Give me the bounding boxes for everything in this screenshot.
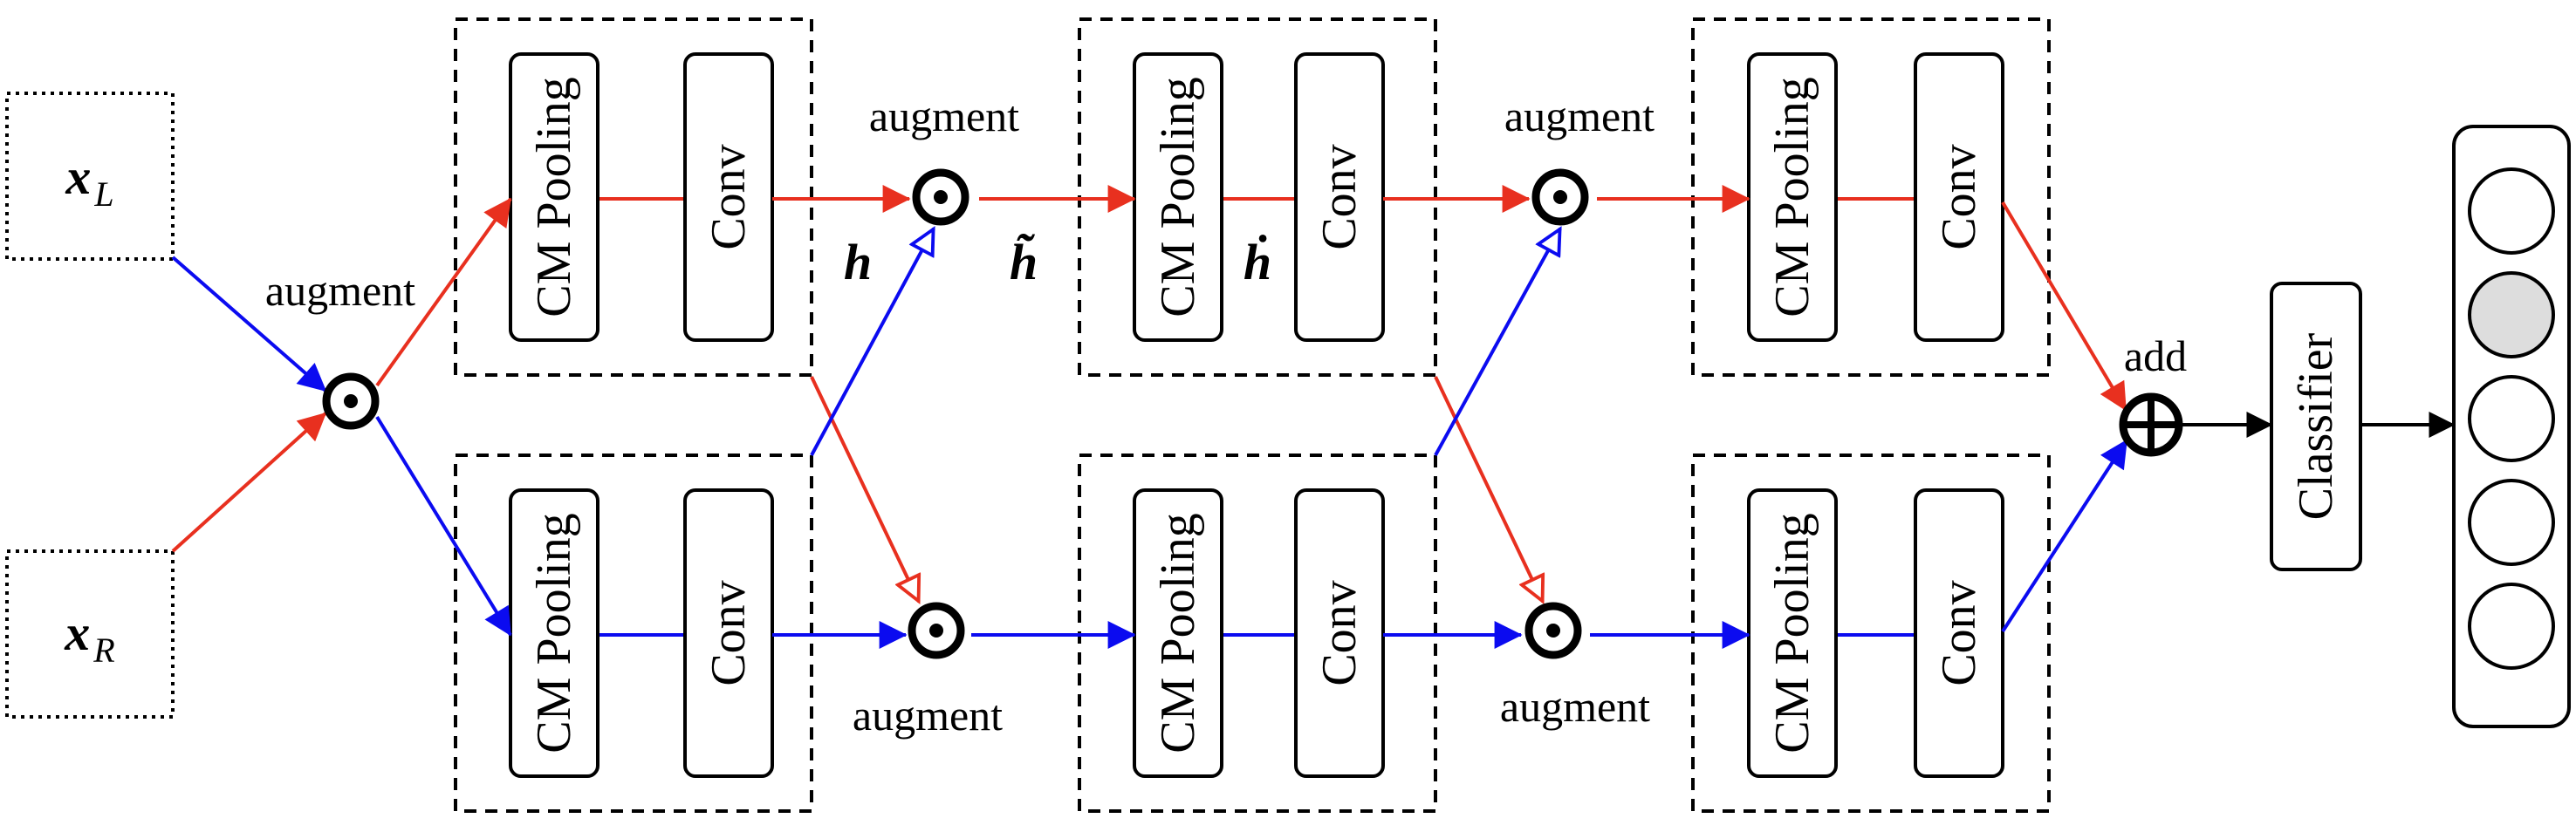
stage-1-bottom-conv: Conv bbox=[683, 488, 774, 778]
svg-text:Conv: Conv bbox=[702, 144, 756, 249]
symbol-h-dot: ḣ bbox=[1243, 234, 1271, 290]
arrow-cross-red-2 bbox=[1434, 376, 1543, 602]
augment-label-1-bottom: augment bbox=[853, 691, 1003, 740]
augment-operator-1-top bbox=[912, 168, 969, 226]
input-right-symbol: x bbox=[64, 604, 90, 661]
output-layer bbox=[2452, 125, 2571, 728]
arrow-s3-top-to-add bbox=[2001, 201, 2127, 412]
augment-operator-1-bottom bbox=[908, 602, 965, 659]
stage-2-top-pooling: CM Pooling bbox=[1133, 52, 1223, 342]
svg-text:Conv: Conv bbox=[702, 580, 756, 685]
output-node-list bbox=[2468, 167, 2555, 670]
stage-3-bottom-pooling: CM Pooling bbox=[1747, 488, 1838, 778]
arrow-xr-to-augment bbox=[171, 412, 327, 553]
arrow-cross-red-1 bbox=[810, 376, 919, 602]
stage-1-bottom-pooling: CM Pooling bbox=[509, 488, 599, 778]
stage-3-top-pooling: CM Pooling bbox=[1747, 52, 1838, 342]
input-right-subscript: R bbox=[92, 631, 114, 670]
stage-2-bottom-conv: Conv bbox=[1294, 488, 1385, 778]
augment-operator-2-top bbox=[1531, 168, 1589, 226]
input-left-symbol: x bbox=[65, 148, 91, 205]
output-node bbox=[2468, 375, 2555, 462]
augment-label-2-top: augment bbox=[1504, 92, 1655, 140]
symbol-h: h bbox=[844, 234, 872, 290]
svg-text:xR: xR bbox=[64, 604, 114, 670]
arrow-xl-to-augment bbox=[171, 256, 327, 392]
arrow-s3-bottom-to-add bbox=[2001, 439, 2128, 633]
svg-text:Conv: Conv bbox=[1312, 144, 1367, 249]
svg-text:CM Pooling: CM Pooling bbox=[527, 77, 581, 317]
svg-text:CM Pooling: CM Pooling bbox=[1765, 77, 1819, 317]
stage-1-top-conv: Conv bbox=[683, 52, 774, 342]
classifier-block: Classifier bbox=[2270, 282, 2362, 571]
arrow-cross-blue-1 bbox=[810, 228, 935, 456]
symbol-h-tilde: h̃ bbox=[1010, 234, 1038, 290]
arrow-augment0-to-top bbox=[375, 197, 512, 387]
arrow-augment0-to-bottom bbox=[375, 415, 512, 637]
stage-2-top-conv: Conv bbox=[1294, 52, 1385, 342]
output-node bbox=[2468, 583, 2555, 670]
output-node bbox=[2468, 479, 2555, 566]
svg-text:Conv: Conv bbox=[1932, 580, 1986, 685]
stage-1-top-pooling: CM Pooling bbox=[509, 52, 599, 342]
add-operator bbox=[2119, 392, 2183, 457]
svg-text:CM Pooling: CM Pooling bbox=[1151, 77, 1205, 317]
add-label: add bbox=[2124, 331, 2187, 380]
input-left-subscript: L bbox=[93, 174, 113, 214]
svg-text:CM Pooling: CM Pooling bbox=[527, 513, 581, 753]
svg-text:Conv: Conv bbox=[1932, 144, 1986, 249]
augment-label-0: augment bbox=[265, 266, 415, 315]
stage-3-bottom-conv: Conv bbox=[1914, 488, 2004, 778]
augment-operator-2-bottom bbox=[1524, 602, 1582, 659]
augment-label-2-bottom: augment bbox=[1500, 682, 1650, 731]
arrow-cross-blue-2 bbox=[1434, 228, 1562, 456]
svg-text:CM Pooling: CM Pooling bbox=[1765, 513, 1819, 753]
stage-3-top-conv: Conv bbox=[1914, 52, 2004, 342]
output-node bbox=[2468, 167, 2555, 255]
augment-operator-0 bbox=[322, 372, 380, 430]
augment-label-1-top: augment bbox=[869, 92, 1019, 140]
stage-2-bottom-pooling: CM Pooling bbox=[1133, 488, 1223, 778]
svg-text:xL: xL bbox=[65, 148, 113, 214]
output-node bbox=[2468, 271, 2555, 358]
svg-text:CM Pooling: CM Pooling bbox=[1151, 513, 1205, 753]
svg-text:Classifier: Classifier bbox=[2289, 332, 2343, 520]
svg-text:Conv: Conv bbox=[1312, 580, 1367, 685]
